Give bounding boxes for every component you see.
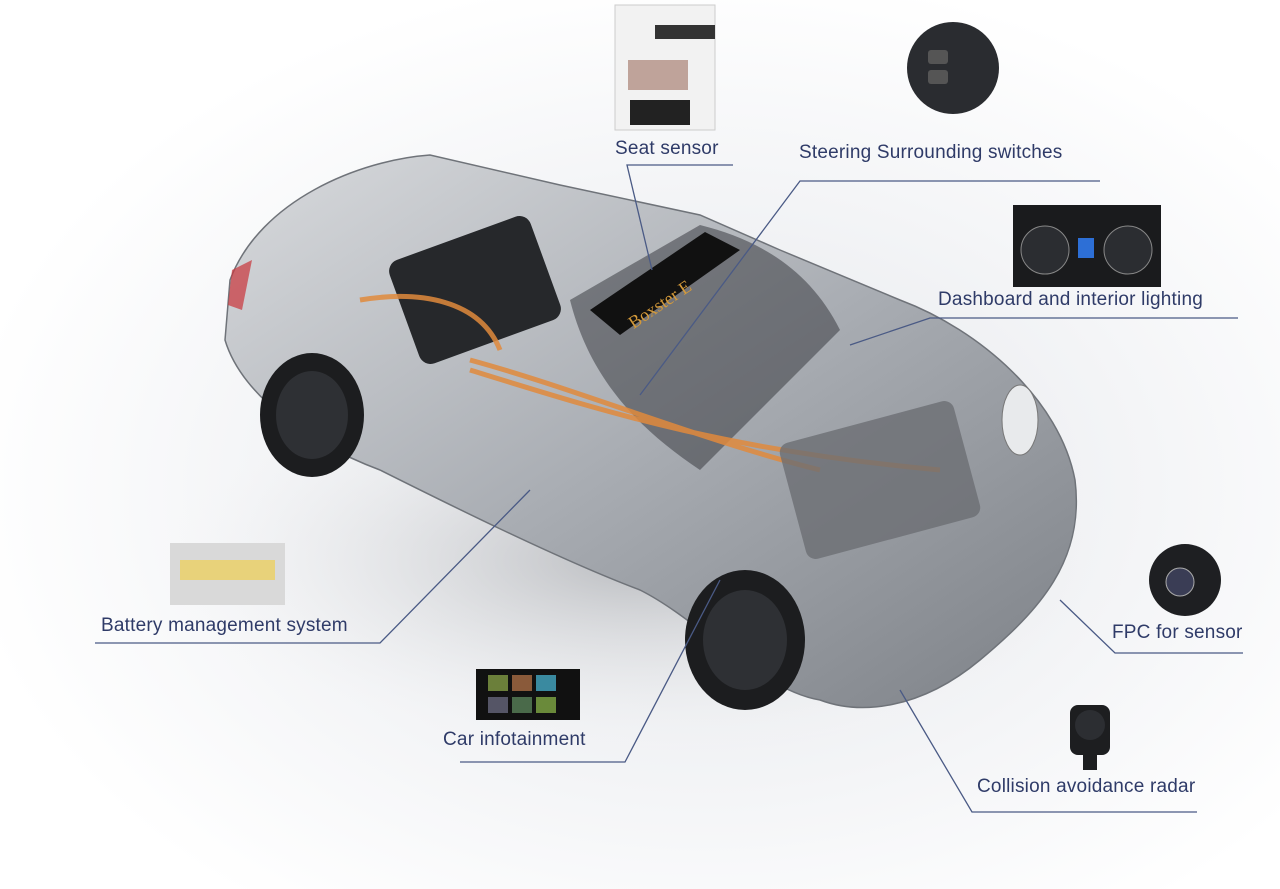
label-fpc-sensor: FPC for sensor [1112,622,1243,643]
front-wheel-rim [703,590,787,690]
label-car-infotainment: Car infotainment [443,729,586,750]
label-collision-radar: Collision avoidance radar [977,776,1196,797]
label-dashboard-lighting: Dashboard and interior lighting [938,289,1203,310]
leader-collision [899,689,1197,813]
leader-lines [95,164,1243,813]
label-battery-management: Battery management system [101,615,348,636]
steering-switches-image [907,22,999,114]
taillight [228,260,252,310]
leader-battery [95,489,531,644]
label-steering-switches: Steering Surrounding switches [799,142,1063,163]
dashboard-image [1013,205,1161,287]
headlight [1001,384,1039,456]
leader-fpc [1059,599,1243,654]
leader-infotainment [460,579,721,763]
battery-image [170,543,285,605]
collision-radar-image [1070,705,1110,770]
front-motor [779,400,981,560]
leader-steering [639,180,1100,396]
leader-dashboard [849,317,1238,346]
engine-cover [389,216,561,364]
windshield-banner [590,232,740,335]
infotainment-image [476,669,580,720]
fpc-sensor-image [1149,544,1221,616]
seat-sensor-image [614,4,716,131]
rear-wheel-rim [276,371,348,459]
label-seat-sensor: Seat sensor [615,138,719,159]
leader-seat-sensor [626,164,733,271]
